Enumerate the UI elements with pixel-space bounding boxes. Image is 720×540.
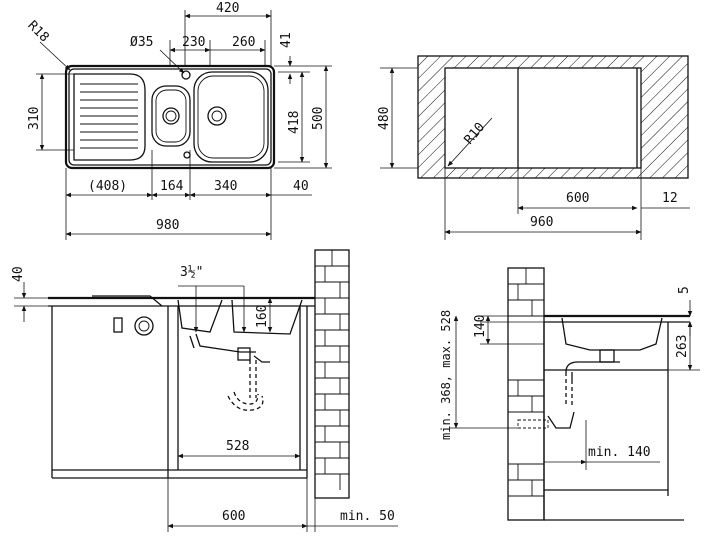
dim-340: 340 bbox=[214, 179, 237, 194]
dim-500: 500 bbox=[311, 107, 326, 130]
dim-263: 263 bbox=[675, 335, 690, 358]
cutout-view: 480 R10 600 12 960 bbox=[377, 55, 690, 240]
dim-12: 12 bbox=[662, 191, 678, 206]
dim-pipe-size: 3½" bbox=[180, 265, 203, 280]
dim-40: 40 bbox=[293, 179, 309, 194]
dim-960: 960 bbox=[530, 215, 553, 230]
dim-min140: min. 140 bbox=[588, 445, 651, 460]
dim-528: 528 bbox=[226, 439, 249, 454]
dim-600-front: 600 bbox=[222, 509, 245, 524]
small-bowl bbox=[151, 85, 191, 147]
dim-408: (408) bbox=[88, 179, 127, 194]
side-bowl bbox=[561, 317, 663, 351]
drain-pipe bbox=[195, 333, 256, 353]
dim-140: 140 bbox=[473, 315, 488, 338]
top-view: 420 R18 Ø35 230 260 41 418 500 310 (408) bbox=[24, 1, 332, 240]
brick-wall-side bbox=[507, 267, 545, 521]
dim-min50: min. 50 bbox=[340, 509, 395, 524]
siphon bbox=[227, 395, 264, 411]
side-drain-pipe bbox=[565, 361, 620, 373]
dim-480: 480 bbox=[377, 107, 392, 130]
side-view: 5 140 263 min. 368, max. 528 min. 140 bbox=[439, 267, 700, 521]
dim-r18: R18 bbox=[24, 18, 51, 45]
dim-d35: Ø35 bbox=[130, 35, 153, 50]
front-view: 40 3½" 160 528 600 min. 50 bbox=[11, 249, 398, 532]
dim-260: 260 bbox=[232, 35, 255, 50]
front-bowl-right bbox=[231, 299, 303, 335]
sink-outline-top bbox=[64, 64, 276, 170]
large-bowl bbox=[193, 71, 269, 163]
knob-icon bbox=[134, 316, 154, 336]
drainboard bbox=[73, 73, 146, 161]
side-siphon bbox=[547, 411, 575, 429]
dim-164: 164 bbox=[160, 179, 184, 194]
dim-5: 5 bbox=[677, 286, 692, 294]
dim-range: min. 368, max. 528 bbox=[439, 310, 453, 440]
overflow-hole bbox=[183, 151, 191, 159]
dim-310: 310 bbox=[27, 107, 42, 130]
brick-wall-front bbox=[314, 249, 350, 499]
small-bowl-drain bbox=[162, 107, 180, 125]
dim-230: 230 bbox=[182, 35, 205, 50]
tap-hole bbox=[181, 70, 191, 80]
dim-160: 160 bbox=[255, 305, 270, 328]
front-bowl-left bbox=[177, 299, 223, 333]
dim-41: 41 bbox=[279, 32, 294, 48]
dim-40-front: 40 bbox=[11, 266, 26, 282]
dim-600-cutout: 600 bbox=[566, 191, 589, 206]
cutout-opening bbox=[444, 67, 642, 169]
large-bowl-drain bbox=[207, 106, 227, 126]
dim-418: 418 bbox=[287, 111, 302, 134]
dim-980: 980 bbox=[156, 218, 179, 233]
dim-420: 420 bbox=[216, 1, 239, 16]
